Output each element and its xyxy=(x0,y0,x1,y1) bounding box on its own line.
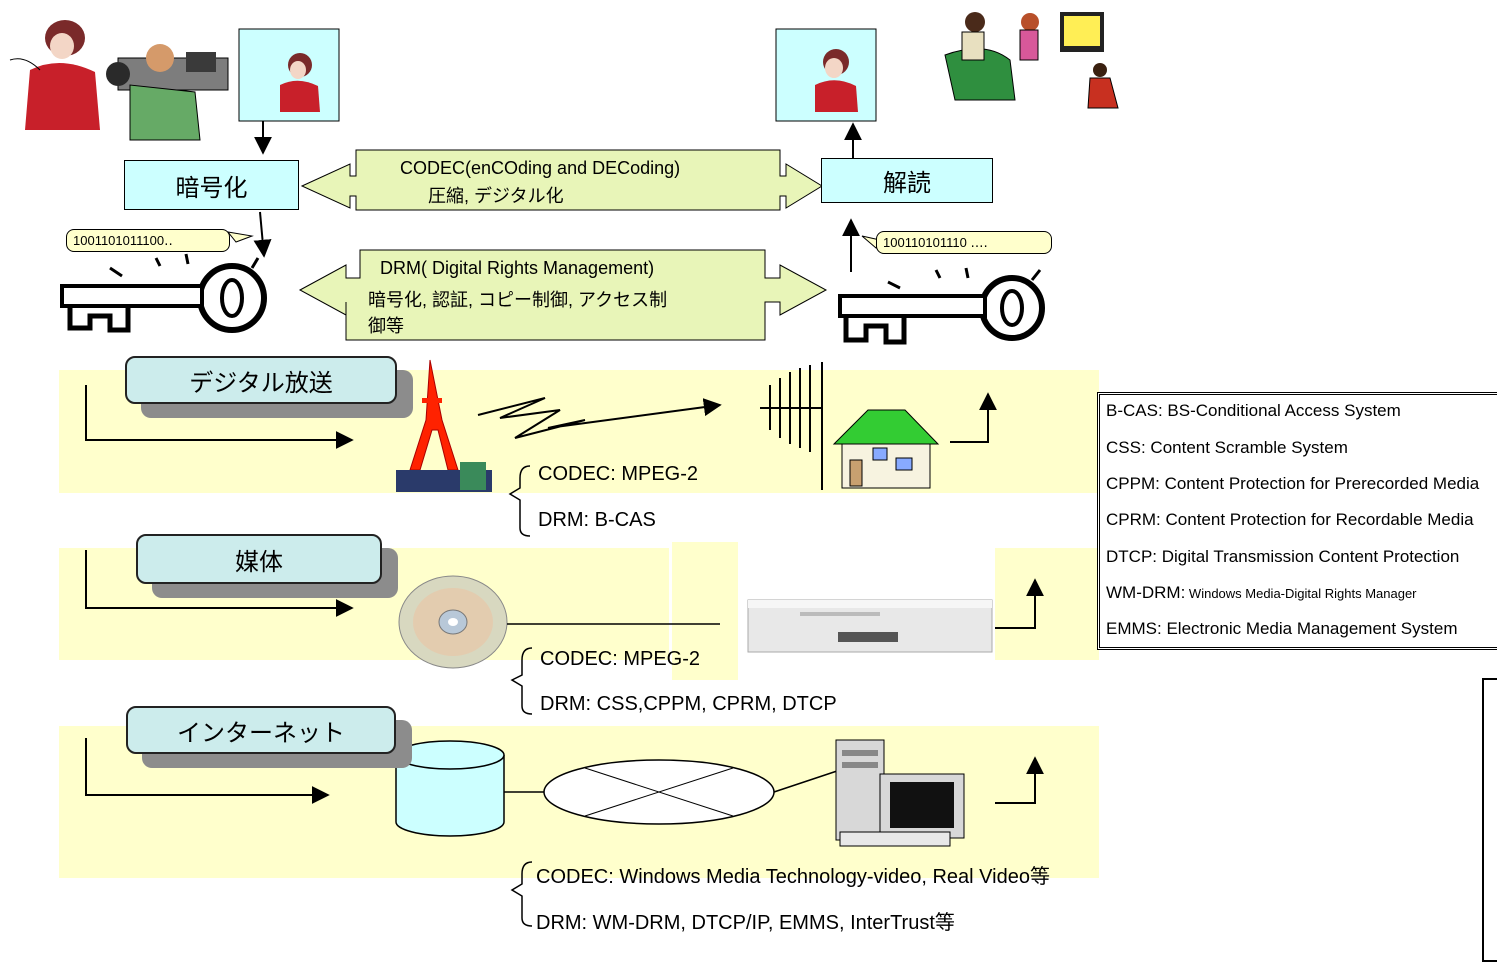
broadcast-codec: CODEC: MPEG-2 xyxy=(538,463,699,485)
drm-double-arrow xyxy=(298,249,828,341)
binary-right-text: 100110101110 ‥‥ xyxy=(883,234,988,250)
legend-row: EMMS: Electronic Media Management System xyxy=(1106,619,1458,638)
codec-title: CODEC(enCOding and DECoding) xyxy=(400,158,681,178)
key-icon-right xyxy=(838,267,1045,345)
drm-line3: 御等 xyxy=(368,316,404,336)
woman-thumbnail-icon-2 xyxy=(815,49,858,112)
media-drm: DRM: CSS,CPPM, CPRM, DTCP xyxy=(540,693,837,715)
computer-icon xyxy=(835,739,965,847)
tokyo-tower-icon xyxy=(396,359,492,492)
legend-row: CPRM: Content Protection for Recordable … xyxy=(1106,510,1474,529)
disc-icon xyxy=(398,575,508,669)
legend-row: CPPM: Content Protection for Prerecorded… xyxy=(1106,474,1480,493)
internet-label: インターネット xyxy=(177,719,345,747)
decode-label: 解読 xyxy=(883,170,931,197)
radio-wave-arrow xyxy=(477,397,722,439)
internet-tab: インターネット xyxy=(126,706,412,768)
media-band-mid xyxy=(672,542,738,680)
media-tab: 媒体 xyxy=(136,534,398,598)
broadcast-label: デジタル放送 xyxy=(189,369,333,397)
woman-icon xyxy=(9,20,100,130)
internet-codec: CODEC: Windows Media Technology-video, R… xyxy=(536,866,1050,888)
binary-bubble-right: 100110101110 ‥‥ xyxy=(876,231,1052,254)
woman-thumbnail-icon xyxy=(280,53,320,112)
binary-bubble-left: 1001101011100‥ xyxy=(66,229,230,252)
network-icon xyxy=(543,759,775,825)
antenna-icon xyxy=(760,362,823,490)
internet-drm: DRM: WM-DRM, DTCP/IP, EMMS, InterTrust等 xyxy=(536,912,955,934)
legend-row: CSS: Content Scramble System xyxy=(1106,438,1348,457)
media-codec: CODEC: MPEG-2 xyxy=(540,648,701,670)
drm-line2: 暗号化, 認証, コピー制御, アクセス制 xyxy=(368,290,668,310)
dvd-recorder-icon xyxy=(747,599,993,653)
legend-row: B-CAS: BS-Conditional Access System xyxy=(1106,401,1401,420)
family-tv-icon xyxy=(944,12,1119,109)
legend-row: WM-DRM: Windows Media-Digital Rights Man… xyxy=(1106,583,1417,602)
side-note-box xyxy=(1482,678,1497,962)
drm-title: DRM( Digital Rights Management) xyxy=(380,258,655,278)
broadcast-drm: DRM: B-CAS xyxy=(538,509,656,531)
key-icon-left xyxy=(60,253,267,333)
broadcast-tab: デジタル放送 xyxy=(125,356,413,418)
video-camera-icon xyxy=(106,44,229,141)
codec-subtitle: 圧縮, デジタル化 xyxy=(428,186,564,206)
decode-box: 解読 xyxy=(821,158,993,203)
encode-box: 暗号化 xyxy=(124,160,299,210)
abbreviation-legend: B-CAS: BS-Conditional Access System CSS:… xyxy=(1097,392,1497,650)
database-icon xyxy=(395,740,505,837)
legend-row: DTCP: Digital Transmission Content Prote… xyxy=(1106,547,1460,566)
media-label: 媒体 xyxy=(235,548,283,576)
encode-label: 暗号化 xyxy=(175,174,248,202)
diagram-drawing xyxy=(9,12,1119,927)
media-band-right xyxy=(995,548,1099,660)
house-icon xyxy=(832,409,940,489)
binary-left-text: 1001101011100‥ xyxy=(73,232,173,248)
